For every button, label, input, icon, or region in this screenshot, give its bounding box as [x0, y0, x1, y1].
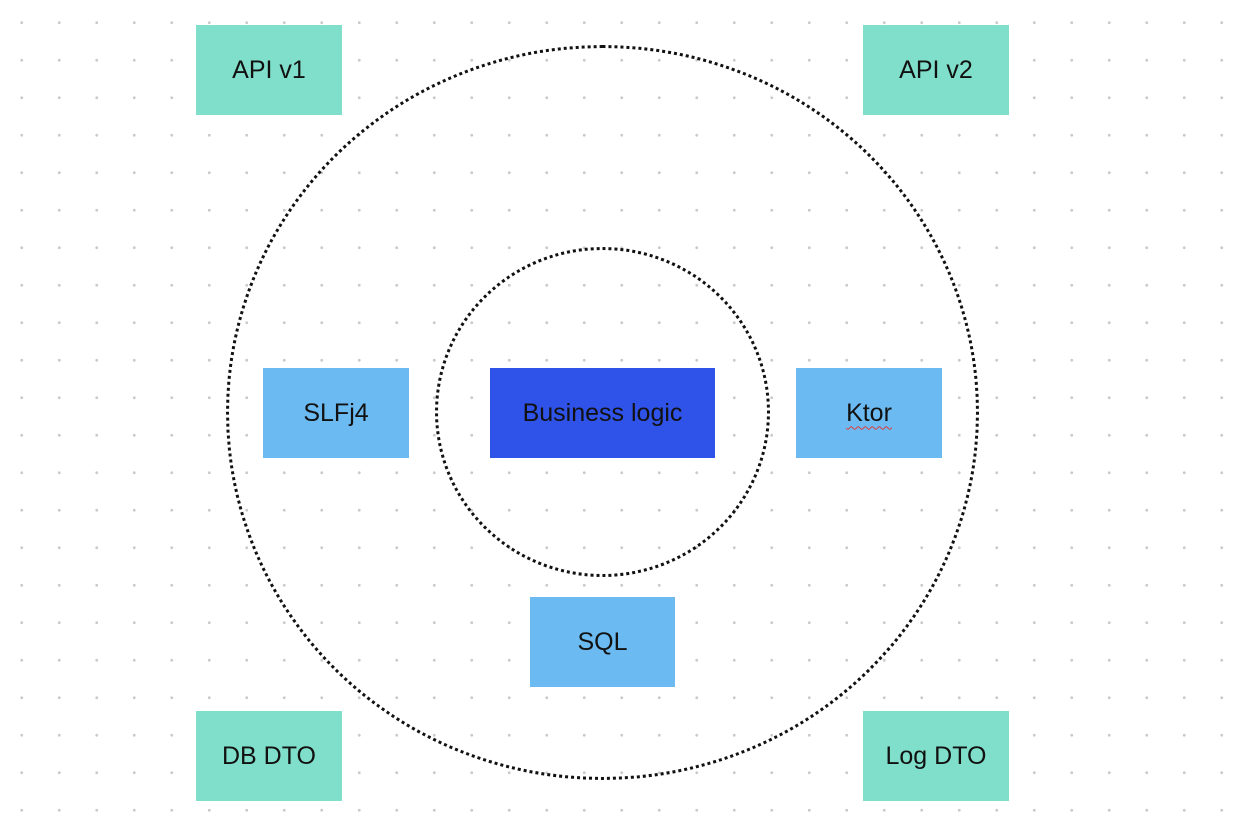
db-dto-label: DB DTO — [222, 741, 316, 770]
api-v2-label: API v2 — [899, 55, 973, 84]
sql-node[interactable]: SQL — [530, 597, 675, 687]
ktor-node[interactable]: Ktor — [796, 368, 942, 458]
api-v2-node[interactable]: API v2 — [863, 25, 1009, 115]
db-dto-node[interactable]: DB DTO — [196, 711, 342, 801]
business-logic-label: Business logic — [522, 398, 683, 427]
log-dto-label: Log DTO — [885, 741, 987, 770]
outer-ring — [226, 45, 979, 780]
api-v1-node[interactable]: API v1 — [196, 25, 342, 115]
business-logic-node[interactable]: Business logic — [490, 368, 715, 458]
ktor-label: Ktor — [846, 398, 892, 427]
inner-ring — [435, 247, 770, 577]
slf4j-label: SLFj4 — [303, 398, 369, 427]
api-v1-label: API v1 — [232, 55, 306, 84]
sql-label: SQL — [577, 627, 628, 656]
log-dto-node[interactable]: Log DTO — [863, 711, 1009, 801]
slf4j-node[interactable]: SLFj4 — [263, 368, 409, 458]
